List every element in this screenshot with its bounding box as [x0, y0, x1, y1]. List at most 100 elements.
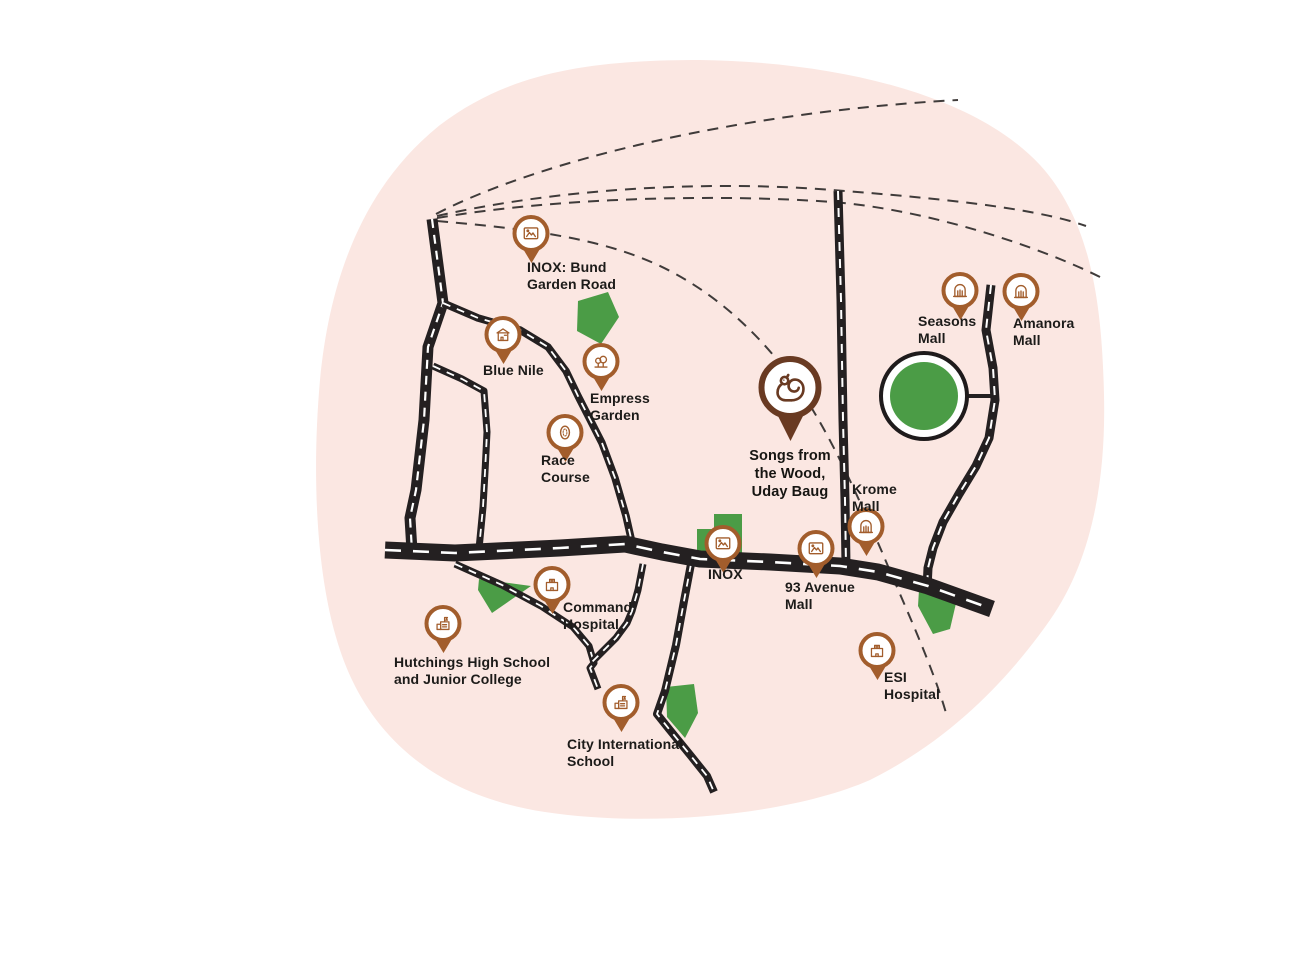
map-pin-93-avenue-mall[interactable]	[797, 530, 835, 578]
mall-icon	[951, 281, 970, 300]
pin-label-line: INOX	[708, 566, 743, 582]
pin-label-line: City International	[567, 736, 684, 752]
pin-label-line: Mall	[852, 498, 880, 514]
roads	[384, 190, 1000, 794]
pin-head	[546, 414, 584, 451]
map-pin-amanora-mall[interactable]	[1002, 273, 1040, 321]
pin-label-line: ESI	[884, 669, 907, 685]
pin-head	[797, 530, 835, 567]
pin-label-line: Hutchings High School	[394, 654, 551, 670]
pin-label-line: Garden Road	[527, 276, 617, 292]
pin-label-line: Krome	[852, 481, 897, 497]
pin-label-line: Mall	[1013, 332, 1041, 348]
pin-tail	[522, 248, 540, 263]
pin-label-line: Empress	[590, 390, 650, 406]
pin-head	[847, 508, 885, 545]
map-pin-race-course[interactable]	[546, 414, 584, 462]
map-pin-command-hospital[interactable]	[533, 566, 571, 614]
map-pin-hutchings-high-school[interactable]	[424, 605, 462, 653]
map-pin-seasons-mall[interactable]	[941, 272, 979, 320]
restaurant-icon	[494, 325, 513, 344]
pin-tail	[1012, 306, 1030, 321]
map-pin-esi-hospital[interactable]	[858, 632, 896, 680]
pin-head	[858, 632, 896, 669]
pin-label-line: Hospital	[563, 616, 620, 632]
map-pin-empress-garden[interactable]	[582, 343, 620, 391]
pin-tail	[951, 305, 969, 320]
rail-line	[435, 99, 959, 215]
pin-tail	[807, 563, 825, 578]
pin-tail	[434, 638, 452, 653]
pin-label-line: Garden	[590, 407, 640, 423]
map-pin-inox[interactable]	[704, 525, 742, 573]
mall-icon	[1012, 282, 1031, 301]
pin-label-inox: INOX	[708, 566, 743, 583]
pin-tail	[868, 665, 886, 680]
pin-label-line: Command	[563, 599, 633, 615]
pin-label-line: INOX: Bund	[527, 259, 607, 275]
cinema-icon	[807, 539, 826, 558]
pin-label-line: Mall	[785, 596, 813, 612]
pin-head	[533, 566, 571, 603]
pin-head	[424, 605, 462, 642]
pin-label-line: Seasons	[918, 313, 977, 329]
hospital-icon	[868, 641, 887, 660]
map-pin-krome-mall[interactable]	[847, 508, 885, 556]
pin-tail	[556, 447, 574, 462]
pin-label-line: Amanora	[1013, 315, 1075, 331]
park-patches	[478, 292, 957, 738]
map-pin-blue-nile[interactable]	[484, 316, 522, 364]
pin-head	[941, 272, 979, 309]
park-patch	[478, 579, 531, 613]
pin-label-line: the Wood,	[754, 466, 826, 482]
map-pin-city-international-school[interactable]	[602, 684, 640, 732]
pin-label-blue-nile: Blue Nile	[483, 362, 544, 379]
pin-head	[484, 316, 522, 353]
pin-tail	[612, 717, 630, 732]
cinema-icon	[522, 224, 541, 243]
rail-line	[436, 184, 1087, 227]
pin-tail	[494, 349, 512, 364]
park-patch	[577, 292, 619, 344]
pin-tail	[592, 376, 610, 391]
pin-tail	[543, 599, 561, 614]
pin-label-line: Course	[541, 469, 590, 485]
rail-line	[436, 196, 1101, 278]
cinema-icon	[714, 534, 733, 553]
pin-head	[512, 215, 550, 252]
pin-head	[582, 343, 620, 380]
map-pin-inox-bund-garden-road[interactable]	[512, 215, 550, 263]
pin-tail	[714, 558, 732, 573]
pin-label-line: Blue Nile	[483, 362, 544, 378]
pin-label-line: Hospital	[884, 686, 941, 702]
hospital-icon	[543, 575, 562, 594]
pin-head	[602, 684, 640, 721]
pin-label-line: School	[567, 753, 615, 769]
pin-label-line: 93 Avenue	[785, 579, 855, 595]
roundabout-park	[879, 351, 992, 441]
pin-label-line: Mall	[918, 330, 946, 346]
mall-icon	[857, 517, 876, 536]
park-patch	[666, 684, 698, 738]
squirrel-icon	[769, 367, 811, 409]
pin-label-line: Songs from	[749, 448, 831, 464]
map-pin-songs-from-the-wood-uday-baug[interactable]	[758, 356, 822, 441]
pin-head	[1002, 273, 1040, 310]
school-icon	[612, 693, 631, 712]
school-icon	[434, 614, 453, 633]
pin-head	[758, 356, 822, 419]
